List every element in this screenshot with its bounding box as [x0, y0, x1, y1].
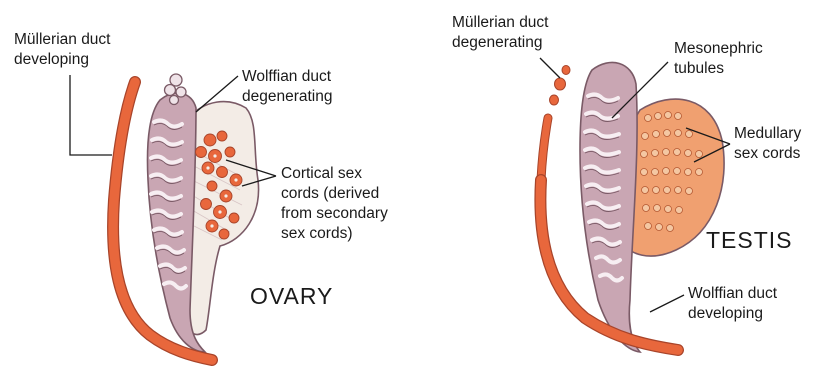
- testis-panel: Müllerian duct degenerating Mesonephric …: [452, 14, 806, 352]
- testis-title: TESTIS: [706, 227, 793, 253]
- testis-cords-label: Medullary sex cords: [734, 125, 806, 162]
- testis-mullerian-duct: [541, 66, 570, 181]
- testis-mullerian-label: Müllerian duct degenerating: [452, 14, 553, 51]
- ovary-panel: Müllerian duct developing Wolffian duct …: [14, 31, 392, 360]
- testis-wolffian-label: Wolffian duct developing: [688, 285, 781, 322]
- testis-wolffian-leader: [650, 295, 684, 312]
- testis-mullerian-leader: [540, 58, 560, 78]
- ovary-mullerian-leader: [70, 75, 112, 155]
- ovary-cords-label: Cortical sex cords (derived from seconda…: [281, 165, 392, 242]
- ovary-title: OVARY: [250, 283, 333, 309]
- testis-tubules-label: Mesonephric tubules: [674, 40, 767, 77]
- ovary-wolffian-label: Wolffian duct degenerating: [242, 68, 335, 105]
- ovary-mullerian-label: Müllerian duct developing: [14, 31, 115, 68]
